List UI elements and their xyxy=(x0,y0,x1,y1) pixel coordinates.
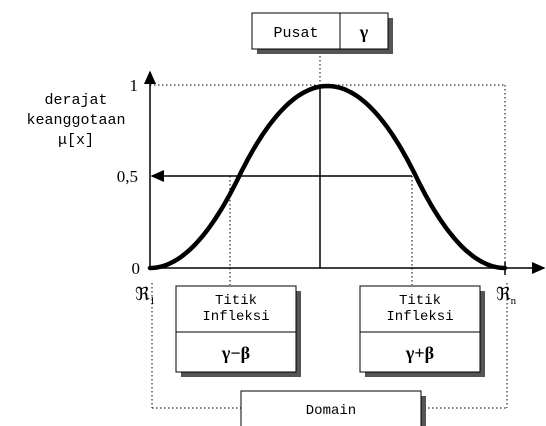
x-right-symbol: ℜn xyxy=(496,284,517,307)
left-box-value: γ−β xyxy=(221,343,250,363)
y-tick-half: 0,5 xyxy=(117,167,138,186)
pusat-value: γ xyxy=(359,22,369,42)
y-axis-label-line2: keanggotaan xyxy=(26,112,125,129)
bell-curve xyxy=(147,83,508,271)
y-axis-label-line3: μ[x] xyxy=(58,132,94,149)
domain-box: Domain xyxy=(240,390,426,426)
y-axis-label-line1: derajat xyxy=(44,92,107,109)
y-tick-one: 1 xyxy=(130,76,139,95)
pusat-box: Pusat γ xyxy=(251,12,393,54)
pusat-label: Pusat xyxy=(273,25,318,42)
left-box-title-line1: Titik xyxy=(215,293,257,309)
right-inflection-box: Titik Infleksi γ+β xyxy=(359,285,485,377)
right-box-value: γ+β xyxy=(405,343,434,363)
x-left-symbol: ℜ1 xyxy=(135,284,155,307)
left-box-title-line2: Infleksi xyxy=(202,309,269,325)
right-box-title-line2: Infleksi xyxy=(386,309,453,325)
left-inflection-box: Titik Infleksi γ−β xyxy=(175,285,301,377)
domain-label: Domain xyxy=(306,403,356,419)
right-box-title-line1: Titik xyxy=(399,293,441,309)
y-tick-zero: 0 xyxy=(132,259,141,278)
